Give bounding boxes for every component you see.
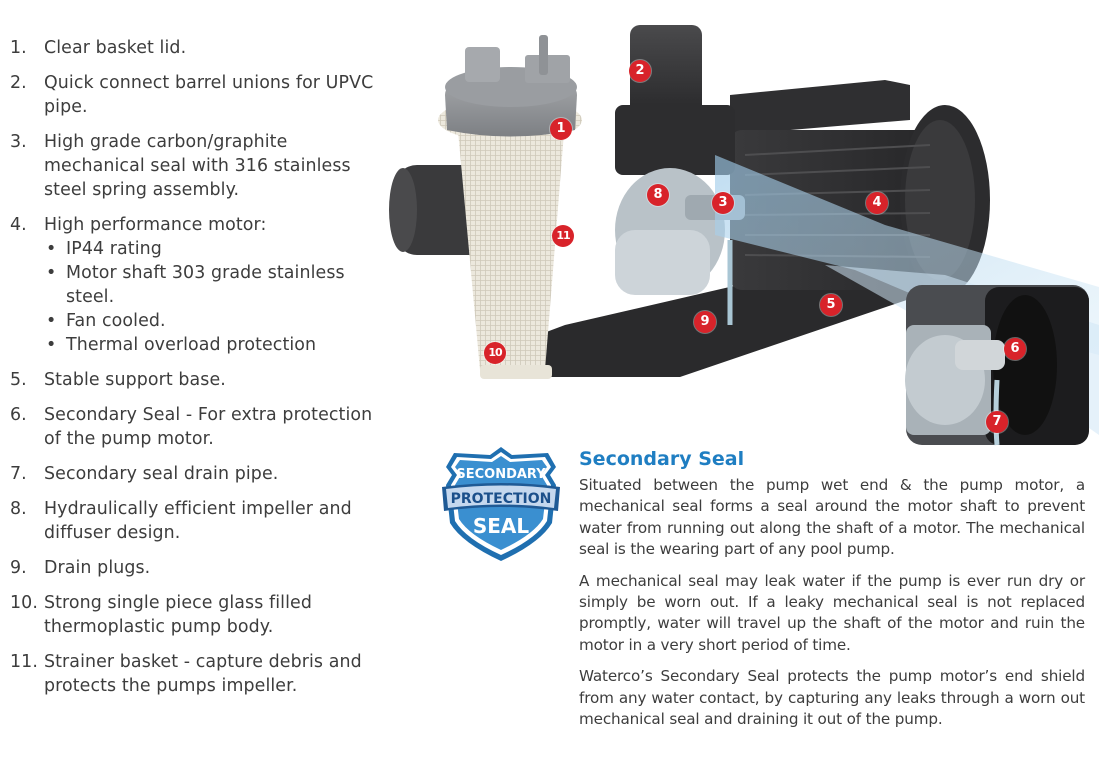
pump-cutaway-graphic (389, 25, 1099, 446)
feature-number: 10. (10, 593, 38, 613)
section-title: Secondary Seal (579, 448, 745, 470)
feature-number: 4. (10, 215, 27, 235)
callout-badge-7: 7 (986, 411, 1008, 433)
feature-number: 6. (10, 405, 27, 425)
feature-text: diffuser design. (44, 523, 181, 543)
sublist-item: • Thermal overload protection (44, 333, 420, 357)
callout-badge-6: 6 (1004, 338, 1026, 360)
feature-number: 8. (10, 499, 27, 519)
feature-item-4: 4. High performance motor: • IP44 rating … (10, 213, 420, 357)
bullet: • (46, 263, 57, 283)
shield-icon: SECONDARY PROTECTION SEAL (442, 447, 560, 561)
sublist-item: • Fan cooled. (44, 309, 420, 333)
callout-badge-3: 3 (712, 192, 734, 214)
sublist-text: Fan cooled. (66, 311, 166, 331)
callout-badge-5: 5 (820, 294, 842, 316)
feature-number: 7. (10, 464, 27, 484)
callout-badge-8: 8 (647, 184, 669, 206)
sublist-text: Motor shaft 303 grade stainless (66, 263, 345, 283)
callout-badge-10: 10 (484, 342, 506, 364)
feature-number: 2. (10, 73, 27, 93)
feature-item-3: 3. High grade carbon/graphite mechanical… (10, 130, 420, 202)
feature-text: Hydraulically efficient impeller and (44, 499, 352, 519)
callout-badge-1: 1 (550, 118, 572, 140)
feature-text: mechanical seal with 316 stainless (44, 156, 351, 176)
feature-number: 9. (10, 558, 27, 578)
feature-number: 5. (10, 370, 27, 390)
paragraph-3: Waterco’s Secondary Seal protects the pu… (579, 667, 1085, 729)
feature-item-8: 8. Hydraulically efficient impeller and … (10, 497, 420, 545)
feature-number: 3. (10, 132, 27, 152)
feature-text: Strainer basket - capture debris and (44, 652, 362, 672)
feature-text: Strong single piece glass filled (44, 593, 312, 613)
callout-badge-2: 2 (629, 60, 651, 82)
sublist-item: • Motor shaft 303 grade stainless steel. (44, 261, 420, 309)
sublist-text: Thermal overload protection (66, 335, 317, 355)
pump-illustration: 1 2 3 4 5 6 7 8 9 10 11 (385, 25, 1099, 450)
feature-number: 11. (10, 652, 38, 672)
feature-item-7: 7. Secondary seal drain pipe. (10, 462, 420, 486)
feature-text: High grade carbon/graphite (44, 132, 288, 152)
shield-text-middle: PROTECTION (451, 491, 552, 507)
feature-text: steel spring assembly. (44, 180, 240, 200)
feature-text: Secondary seal drain pipe. (44, 464, 279, 484)
feature-item-6: 6. Secondary Seal - For extra protection… (10, 403, 420, 451)
feature-text: Quick connect barrel unions for UPVC (44, 73, 374, 93)
feature-text: of the pump motor. (44, 429, 214, 449)
feature-item-5: 5. Stable support base. (10, 368, 420, 392)
feature-item-10: 10. Strong single piece glass filled the… (10, 591, 420, 639)
bullet: • (46, 311, 57, 331)
feature-item-11: 11. Strainer basket - capture debris and… (10, 650, 420, 698)
sublist-text: steel. (66, 287, 115, 307)
shield-text-bottom: SEAL (473, 514, 530, 538)
feature-item-1: 1. Clear basket lid. (10, 36, 420, 60)
secondary-protection-seal-badge: SECONDARY PROTECTION SEAL (440, 445, 562, 563)
paragraph-1: Situated between the pump wet end & the … (579, 476, 1085, 559)
feature-list: 1. Clear basket lid. 2. Quick connect ba… (10, 36, 420, 709)
paragraph-2: A mechanical seal may leak water if the … (579, 571, 1085, 654)
feature-item-9: 9. Drain plugs. (10, 556, 420, 580)
feature-text: Clear basket lid. (44, 38, 187, 58)
feature-item-2: 2. Quick connect barrel unions for UPVC … (10, 71, 420, 119)
callout-badge-11: 11 (552, 225, 574, 247)
feature-text: thermoplastic pump body. (44, 617, 274, 637)
feature-text: pipe. (44, 97, 88, 117)
feature-text: protects the pumps impeller. (44, 676, 298, 696)
bullet: • (46, 335, 57, 355)
motor-sublist: • IP44 rating • Motor shaft 303 grade stai… (44, 237, 420, 357)
feature-number: 1. (10, 38, 27, 58)
feature-text: High performance motor: (44, 215, 267, 235)
sublist-item: • IP44 rating (44, 237, 420, 261)
secondary-seal-section: Secondary Seal Situated between the pump… (579, 447, 1085, 740)
feature-text: Drain plugs. (44, 558, 151, 578)
callout-badge-9: 9 (694, 311, 716, 333)
feature-text: Stable support base. (44, 370, 226, 390)
shield-text-top: SECONDARY (456, 467, 546, 482)
callout-badge-4: 4 (866, 192, 888, 214)
feature-text: Secondary Seal - For extra protection (44, 405, 373, 425)
sublist-text: IP44 rating (66, 239, 162, 259)
bullet: • (46, 239, 57, 259)
